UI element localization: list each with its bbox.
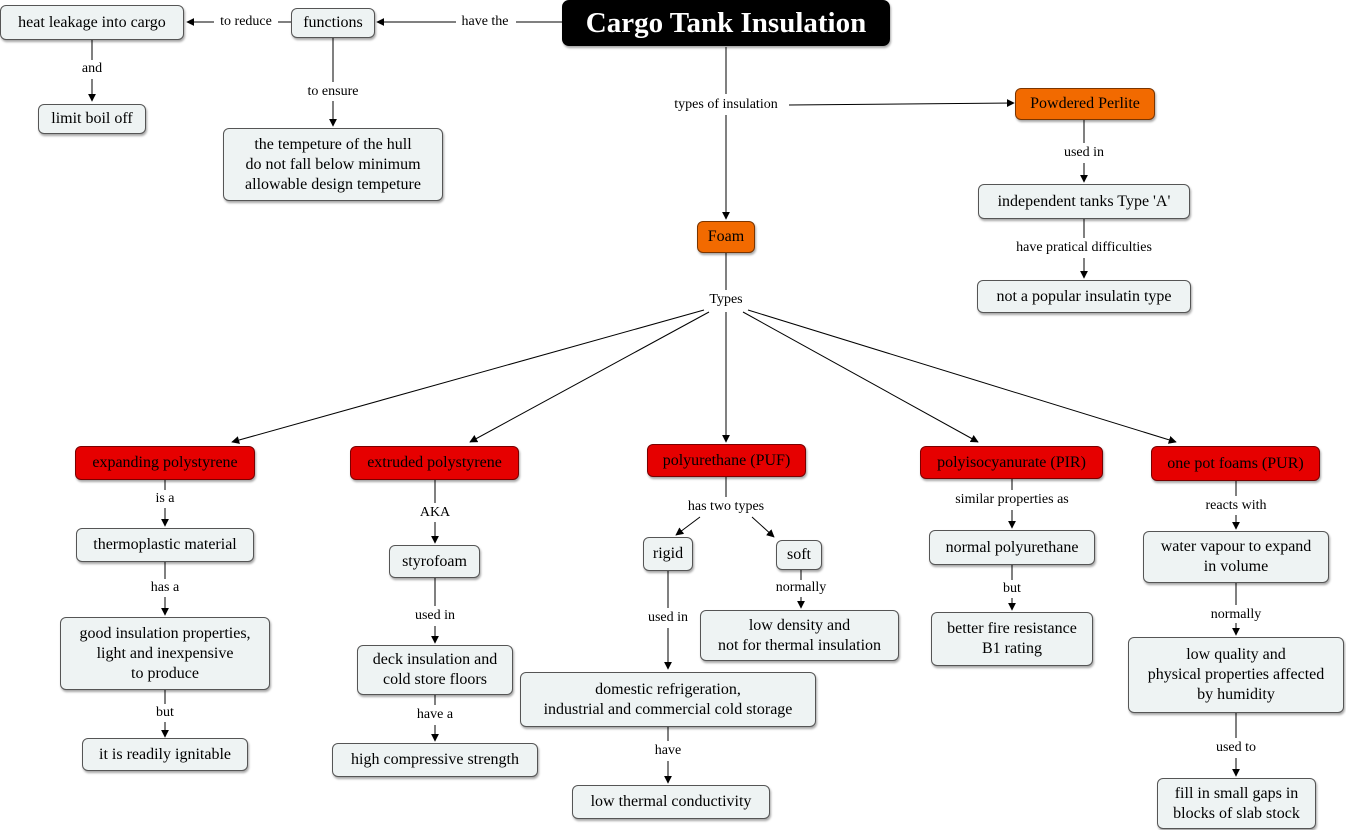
concept-foam[interactable]: Foam <box>697 221 755 253</box>
link-label-have-the: have the <box>458 14 512 30</box>
link-label-used-in-rigid: used in <box>644 610 692 626</box>
concept-normal-polyurethane[interactable]: normal polyurethane <box>929 530 1095 565</box>
link-label-but-pir: but <box>1000 581 1024 597</box>
link-label-used-to: used to <box>1212 740 1260 756</box>
concept-domestic-refrigeration[interactable]: domestic refrigeration, industrial and c… <box>520 672 816 727</box>
link-label-types: Types <box>706 292 746 308</box>
concept-heat-leakage[interactable]: heat leakage into cargo <box>0 5 184 40</box>
concept-low-density[interactable]: low density and not for thermal insulati… <box>700 610 899 661</box>
concept-styrofoam[interactable]: styrofoam <box>389 545 480 578</box>
link-label-aka: AKA <box>416 505 454 521</box>
concept-low-thermal-conductivity[interactable]: low thermal conductivity <box>572 785 770 819</box>
concept-fill-gaps[interactable]: fill in small gaps in blocks of slab sto… <box>1157 778 1316 829</box>
concept-low-quality[interactable]: low quality and physical properties affe… <box>1128 637 1344 713</box>
concept-expanding-polystyrene[interactable]: expanding polystyrene <box>75 446 255 480</box>
link-arrow <box>747 309 1177 444</box>
link-arrow <box>231 309 705 444</box>
link-label-has-two-types: has two types <box>684 499 768 515</box>
concept-water-vapour[interactable]: water vapour to expand in volume <box>1143 531 1329 583</box>
title-node[interactable]: Cargo Tank Insulation <box>562 0 890 46</box>
concept-polyurethane[interactable]: polyurethane (PUF) <box>647 444 806 477</box>
concept-soft[interactable]: soft <box>776 540 822 570</box>
link-label-is-a: is a <box>152 491 178 507</box>
link-label-have: have <box>651 743 685 759</box>
link-label-used-in-xps: used in <box>411 608 459 624</box>
link-label-normally-pur: normally <box>1207 607 1265 623</box>
concept-one-pot-foams[interactable]: one pot foams (PUR) <box>1151 446 1320 481</box>
link-label-to-reduce: to reduce <box>217 14 275 30</box>
concept-thermoplastic[interactable]: thermoplastic material <box>76 528 254 562</box>
link-label-normally-soft: normally <box>772 580 830 596</box>
link-label-reacts-with: reacts with <box>1202 498 1270 514</box>
concept-powdered-perlite[interactable]: Powdered Perlite <box>1015 88 1155 120</box>
link-arrow <box>788 99 1015 108</box>
concept-rigid[interactable]: rigid <box>643 537 693 571</box>
link-label-types-of-insulation: types of insulation <box>671 97 781 113</box>
concept-functions[interactable]: functions <box>291 8 375 38</box>
link-arrow <box>675 516 701 536</box>
link-arrow <box>742 311 979 443</box>
concept-hull-temperature[interactable]: the tempeture of the hull do not fall be… <box>223 128 443 201</box>
link-arrow <box>469 311 710 443</box>
concept-independent-tanks[interactable]: independent tanks Type 'A' <box>978 184 1190 219</box>
concept-deck-insulation[interactable]: deck insulation and cold store floors <box>357 645 513 695</box>
concept-limit-boil-off[interactable]: limit boil off <box>38 104 146 134</box>
concept-polyisocyanurate[interactable]: polyisocyanurate (PIR) <box>920 446 1103 479</box>
concept-extruded-polystyrene[interactable]: extruded polystyrene <box>350 446 519 480</box>
link-label-but-eps: but <box>153 705 177 721</box>
link-label-used-in-perlite: used in <box>1060 145 1108 161</box>
link-label-has-a: has a <box>147 580 183 596</box>
concept-high-compressive[interactable]: high compressive strength <box>332 743 538 777</box>
concept-not-popular[interactable]: not a popular insulatin type <box>977 280 1191 313</box>
concept-good-insulation[interactable]: good insulation properties, light and in… <box>60 617 270 690</box>
link-arrow <box>751 516 775 538</box>
link-label-and: and <box>78 61 106 77</box>
concept-readily-ignitable[interactable]: it is readily ignitable <box>82 738 248 771</box>
link-label-have-a: have a <box>413 707 457 723</box>
link-label-to-ensure: to ensure <box>304 84 362 100</box>
link-label-have-practical-difficulties: have pratical difficulties <box>1013 240 1155 256</box>
concept-better-fire-resistance[interactable]: better fire resistance B1 rating <box>931 612 1093 666</box>
link-label-similar-properties: similar properties as <box>952 492 1072 508</box>
